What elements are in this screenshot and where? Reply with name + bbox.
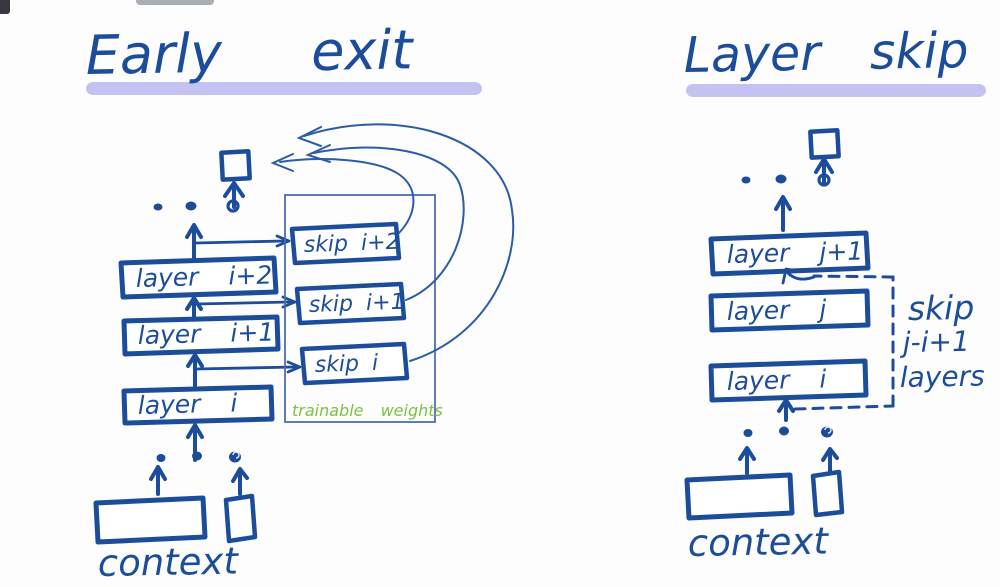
skip-box-i+1: skip i+1 xyxy=(294,281,407,326)
context-label-left: context xyxy=(97,540,239,585)
ellipsis-dots-top-right xyxy=(741,173,831,187)
skip-box-i: skip i xyxy=(299,341,410,386)
trainable-weights-container: trainable weights xyxy=(284,194,443,423)
layer-box-i: layer i xyxy=(121,384,275,426)
skip-box-i+2: skip i+2 xyxy=(289,221,402,266)
early-exit-underline xyxy=(86,82,482,95)
layer-box-j+1: layer j+1 xyxy=(708,230,871,277)
context-group-left: context xyxy=(93,451,258,585)
layer-box-i+1: layer i+1 xyxy=(121,314,281,357)
layer-j-label: layer j xyxy=(726,294,826,326)
skip-note: skip j-i+1 layers xyxy=(899,288,985,394)
layer-i+1-label: layer i+1 xyxy=(137,317,274,350)
layer-skip-underline xyxy=(686,84,986,97)
corner-artifact xyxy=(0,0,10,14)
layer-i+2-label: layer i+2 xyxy=(135,260,272,293)
skip-i+2-label: skip i+2 xyxy=(303,230,400,258)
top-bar-artifact xyxy=(136,0,214,5)
skip-note-line2: j-i+1 xyxy=(899,325,971,359)
skip-i+1-label: skip i+1 xyxy=(308,290,405,318)
skip-note-line3: layers xyxy=(900,360,985,394)
layer-i-right-label: layer i xyxy=(726,364,826,396)
ellipsis-dots-top-left xyxy=(153,199,240,213)
layer-box-i+2: layer i+2 xyxy=(118,255,279,300)
layer-box-i-right: layer i xyxy=(708,358,869,403)
context-square-right xyxy=(810,469,845,518)
early-exit-title: Early exit xyxy=(85,18,415,87)
skip-note-line1: skip xyxy=(907,288,974,328)
branch-arrows xyxy=(194,234,302,374)
context-rect-right xyxy=(684,472,795,521)
early-exit-diagram: Early exit xyxy=(85,18,515,585)
context-label-right: context xyxy=(687,520,829,565)
layer-skip-title: Layer skip xyxy=(683,22,969,84)
context-square-left xyxy=(223,493,258,544)
layer-box-j: layer j xyxy=(708,288,871,333)
trainable-weights-label: trainable weights xyxy=(292,401,443,420)
layer-i-label: layer i xyxy=(137,388,237,420)
early-exit-arcs xyxy=(270,123,515,362)
skip-dashed-path xyxy=(781,267,895,411)
output-flag-icon xyxy=(219,149,252,209)
layer-skip-diagram: Layer skip l xyxy=(683,22,986,565)
layer-j+1-label: layer j+1 xyxy=(726,236,863,269)
context-group-right: context xyxy=(684,426,845,565)
context-rect-left xyxy=(93,495,208,545)
output-flag-icon-right xyxy=(808,128,841,186)
skip-i-label: skip i xyxy=(314,351,378,378)
